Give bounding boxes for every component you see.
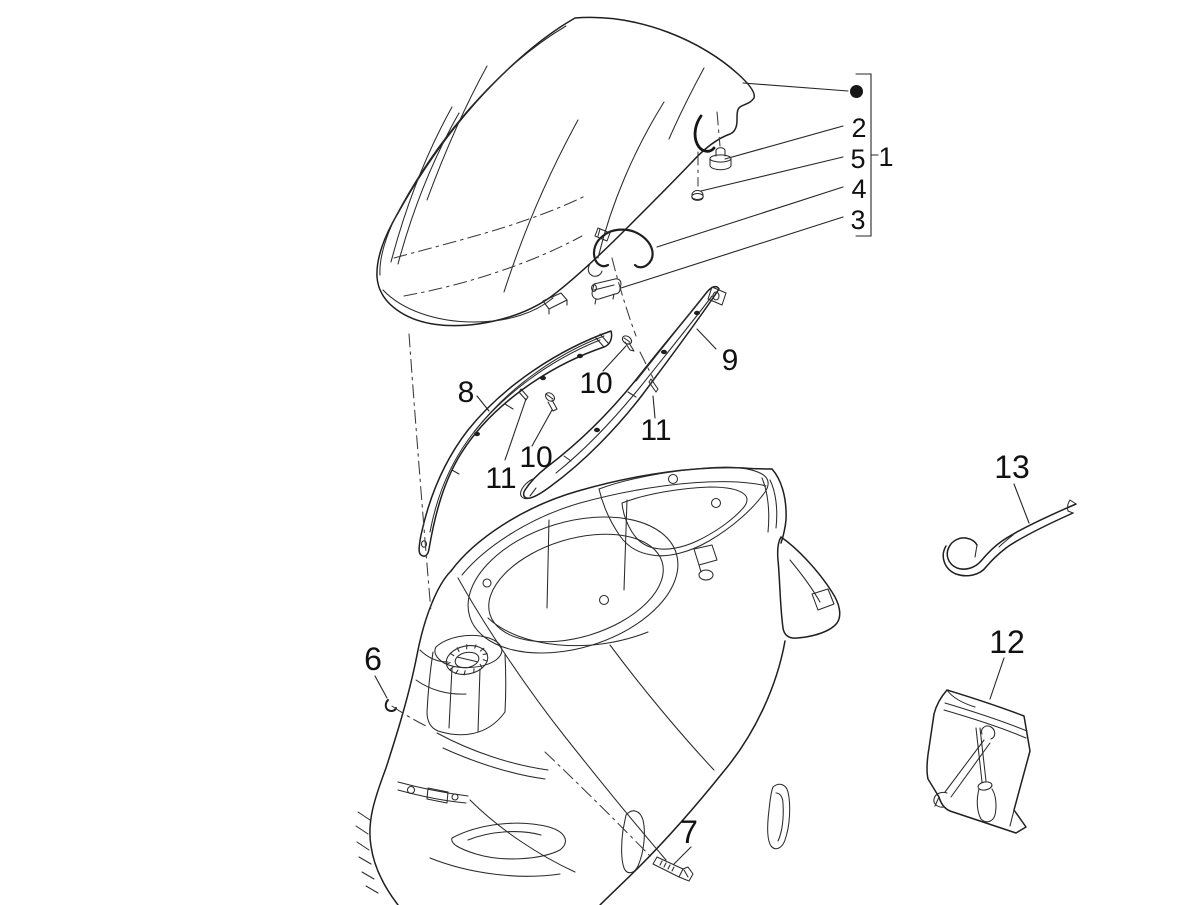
rubber-buffer-part2 (709, 147, 732, 171)
bolt-part7 (652, 856, 694, 882)
seat-latch-hook (693, 114, 716, 153)
latch-cable-part4 (587, 227, 654, 277)
callout-labels: 1 2 5 4 3 8 9 10 11 10 11 6 7 13 12 (364, 113, 1030, 850)
hook-tool-part13 (942, 499, 1077, 577)
callout-1: 1 (878, 142, 893, 172)
screw-part6 (384, 699, 397, 713)
callout-11-lower: 11 (485, 462, 516, 495)
callout-3: 3 (850, 205, 865, 235)
screw-10-right (621, 335, 635, 352)
callout-2: 2 (851, 113, 866, 143)
construction-lines (391, 111, 721, 858)
callout-9: 9 (722, 344, 739, 377)
callout-8: 8 (458, 376, 475, 409)
callout-13: 13 (994, 449, 1030, 485)
callout-12: 12 (989, 624, 1025, 660)
callout-10-upper: 10 (579, 367, 612, 400)
callout-5: 5 (850, 144, 865, 174)
latch-bracket-part3 (591, 278, 622, 305)
callout-7: 7 (680, 814, 698, 850)
callout-10-lower: 10 (519, 441, 552, 474)
screw-11-left (518, 388, 529, 401)
body-panel (355, 466, 841, 905)
callout-11-upper: 11 (640, 414, 671, 447)
screw-11-right (648, 378, 659, 393)
group-bracket (855, 73, 879, 237)
trim-rail-right-part9 (520, 285, 727, 500)
callout-leaders (374, 73, 1030, 865)
saddle (376, 16, 756, 327)
callout-4: 4 (851, 174, 866, 204)
screw-10-left (545, 392, 558, 412)
fuel-cap (445, 644, 489, 676)
group-dot (850, 85, 863, 98)
callout-6: 6 (364, 641, 382, 677)
cap-nut-part5 (691, 189, 704, 201)
tool-bag-part12 (926, 689, 1031, 834)
